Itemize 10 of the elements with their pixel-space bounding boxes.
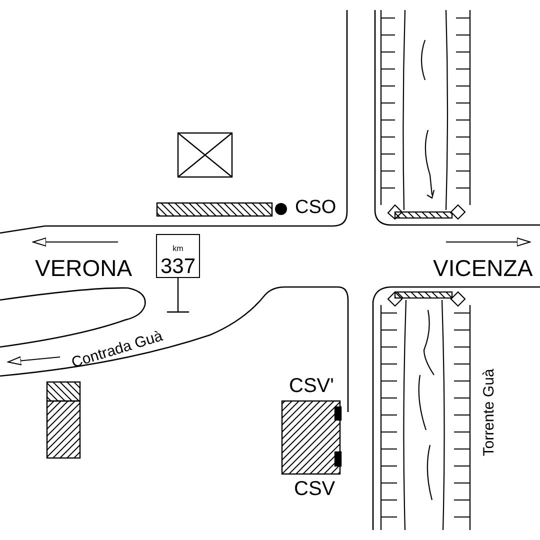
place-label: CSO bbox=[295, 198, 336, 217]
distance-number: 337 bbox=[160, 256, 196, 278]
unit-label: km bbox=[172, 245, 184, 254]
place-label: CSV bbox=[294, 479, 336, 499]
road-name: Contrada Guà bbox=[70, 328, 164, 370]
river-name: Torrente Guà bbox=[481, 368, 496, 456]
kilometre-sign bbox=[156, 234, 200, 278]
direction-label: VICENZA bbox=[433, 257, 533, 280]
direction-label: VERONA bbox=[35, 257, 132, 280]
place-label: CSV' bbox=[289, 376, 334, 396]
